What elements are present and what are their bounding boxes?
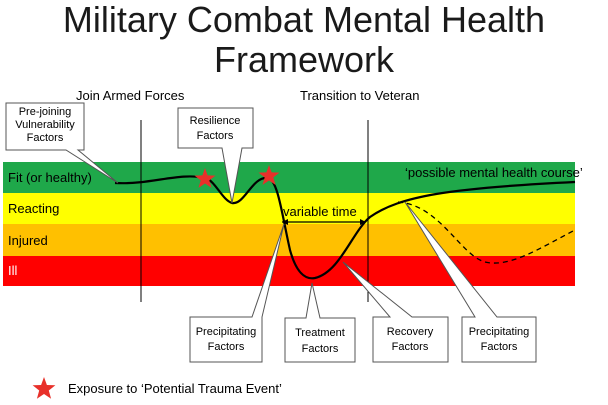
callout-precipitating-1 (189, 223, 285, 363)
band-ill-label: Ill (8, 263, 18, 278)
trauma-star-1 (194, 168, 216, 188)
title-line-2: Framework (214, 39, 395, 80)
variable-time-arrow-right (360, 219, 366, 225)
band-reacting (3, 193, 575, 224)
callout-resilience (177, 107, 254, 204)
callout-treatment-line1: Treatment (295, 327, 345, 339)
legend-label: Exposure to ‘Potential Trauma Event’ (68, 381, 282, 396)
band-reacting-label: Reacting (8, 201, 59, 216)
milestone-join-label: Join Armed Forces (76, 88, 185, 103)
callout-precipitating-2 (404, 201, 537, 363)
callout-treatment (284, 282, 356, 363)
course-label: ‘possible mental health course’ (405, 165, 583, 180)
band-ill (3, 256, 575, 286)
title-line-1: Military Combat Mental Health (63, 0, 545, 40)
red-star-icon (32, 377, 56, 399)
callout-precipitating-2-line1: Precipitating (469, 326, 530, 338)
callout-treatment-line2: Factors (302, 343, 339, 355)
callout-pre-joining-line1: Pre-joining (19, 106, 72, 118)
callout-precipitating-1-line2: Factors (208, 341, 245, 353)
milestone-transition-label: Transition to Veteran (300, 88, 419, 103)
band-fit-label: Fit (or healthy) (8, 170, 92, 185)
callout-precipitating-1-line1: Precipitating (196, 326, 257, 338)
callout-recovery (342, 261, 449, 363)
callout-precipitating-2-line2: Factors (481, 341, 518, 353)
callout-pre-joining-line3: Factors (27, 132, 64, 144)
band-injured-label: Injured (8, 233, 48, 248)
band-injured (3, 224, 575, 256)
callout-resilience-line2: Factors (197, 130, 234, 142)
trauma-star-2 (258, 165, 280, 185)
callout-pre-joining (5, 102, 119, 184)
callout-resilience-line1: Resilience (190, 115, 241, 127)
callout-recovery-line1: Recovery (387, 326, 434, 338)
callout-recovery-line2: Factors (392, 341, 429, 353)
callout-pre-joining-line2: Vulnerability (15, 119, 75, 131)
variable-time-label: variable time (283, 204, 357, 219)
